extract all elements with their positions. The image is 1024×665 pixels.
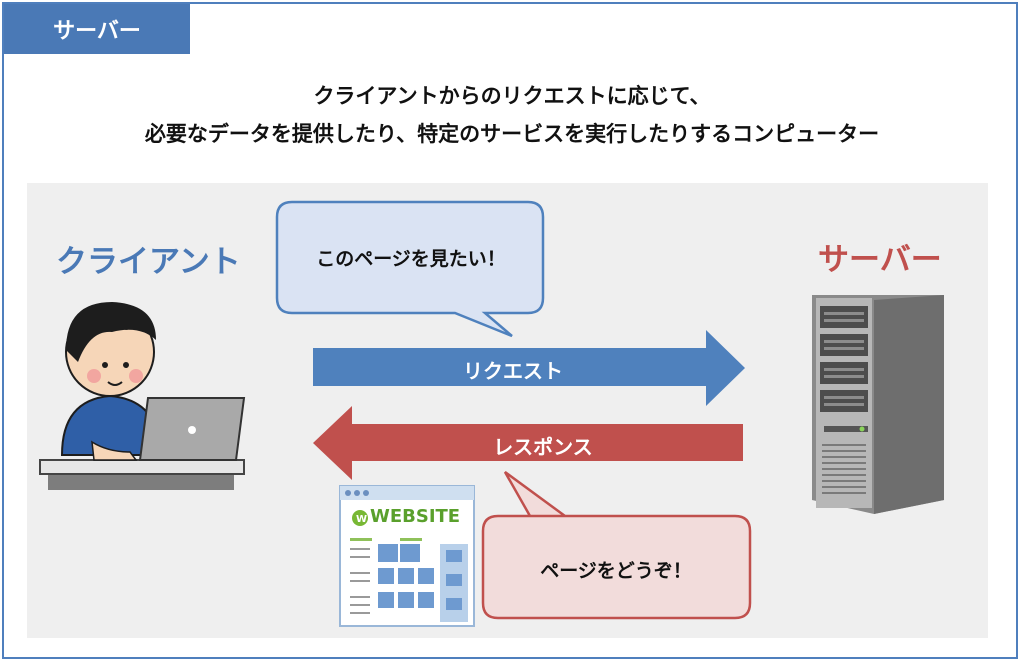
response-arrow bbox=[313, 406, 743, 480]
request-bubble-text: このページを見たい！ bbox=[316, 248, 506, 270]
server-tower-illustration bbox=[812, 295, 944, 514]
headline-line-2: 必要なデータを提供したり、特定のサービスを実行したりするコンピューター bbox=[144, 122, 880, 146]
response-arrow-label: レスポンス bbox=[493, 435, 593, 459]
website-mockup-illustration: W bbox=[339, 485, 475, 627]
headline-line-1: クライアントからのリクエストに応じて、 bbox=[313, 84, 711, 108]
svg-text:W: W bbox=[356, 514, 367, 525]
response-speech-bubble bbox=[481, 470, 752, 620]
server-label: サーバー bbox=[818, 242, 942, 278]
request-speech-bubble bbox=[275, 200, 545, 338]
client-label: クライアント bbox=[56, 244, 241, 280]
website-logo-text: WEBSITE bbox=[370, 506, 461, 527]
client-person-illustration bbox=[39, 302, 246, 490]
title-tag: サーバー bbox=[4, 4, 190, 54]
request-arrow bbox=[313, 330, 745, 406]
request-arrow-label: リクエスト bbox=[463, 359, 563, 383]
response-bubble-text: ページをどうぞ！ bbox=[540, 560, 692, 582]
